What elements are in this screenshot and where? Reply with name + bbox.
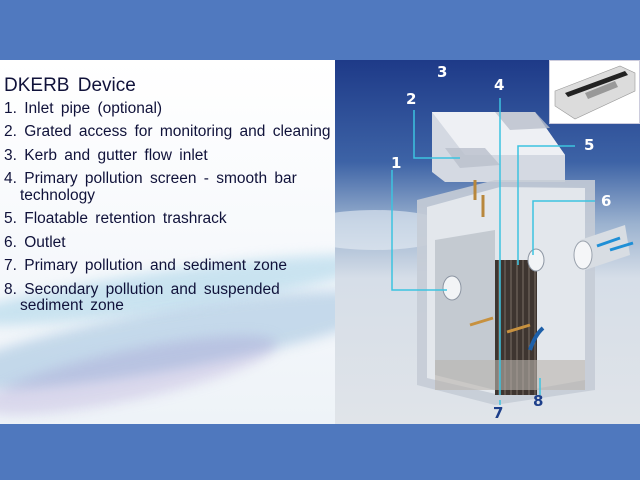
slide-title: DKERB Device (4, 75, 136, 96)
label-5: 5 (584, 136, 595, 154)
list-item: 7. Primary pollution and sediment zone (4, 257, 287, 274)
label-6: 6 (601, 192, 612, 210)
label-3: 3 (437, 63, 448, 81)
inlet-pipe (442, 275, 462, 301)
device-illustration (335, 98, 634, 405)
list-item: 8. Secondary pollution and suspended sed… (4, 280, 280, 314)
label-1: 1 (391, 154, 402, 172)
text-panel: DKERB Device 1. Inlet pipe (optional) 2.… (0, 60, 335, 424)
label-8: 8 (533, 392, 544, 410)
leader-lines (391, 98, 595, 405)
list-item: 2. Grated access for monitoring and clea… (4, 123, 331, 140)
label-7: 7 (493, 404, 504, 422)
kerb-inset-image (549, 60, 640, 124)
list-item: 1. Inlet pipe (optional) (4, 99, 163, 117)
top-band (0, 0, 640, 60)
grate (445, 148, 500, 168)
bottom-band (0, 424, 640, 480)
label-2: 2 (406, 90, 417, 108)
device-description: DKERB Device 1. Inlet pipe (optional) 2.… (4, 75, 335, 322)
list-item: 4. Primary pollution screen - smooth bar… (4, 170, 297, 204)
outlet-hole (527, 248, 545, 272)
list-item: 6. Outlet (4, 233, 66, 251)
label-4: 4 (494, 76, 505, 94)
outlet-pipe (580, 225, 630, 270)
list-item: 3. Kerb and gutter flow inlet (4, 146, 208, 164)
list-item: 5. Floatable retention trashrack (4, 210, 227, 227)
grate (495, 112, 550, 130)
